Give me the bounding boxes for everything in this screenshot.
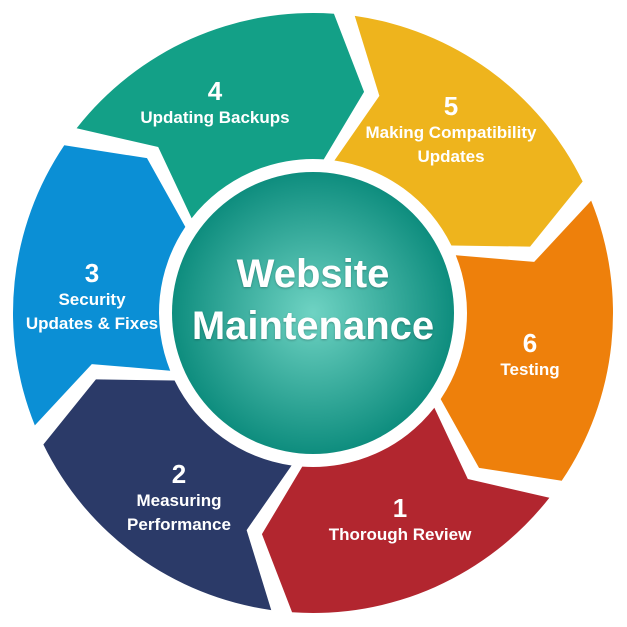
step-text: Testing: [500, 360, 560, 379]
step-6-label: 6 Testing: [500, 328, 559, 382]
step-number: 3: [84, 258, 100, 288]
step-text: Performance: [127, 515, 231, 534]
step-2-label: 2 Measuring Performance: [127, 459, 231, 537]
step-3-segment: [12, 145, 186, 426]
step-3-label: 3 Security Updates & Fixes: [26, 258, 158, 336]
step-4-label: 4 Updating Backups: [140, 76, 289, 130]
step-6-segment: [440, 200, 613, 481]
center-title: Website Maintenance: [192, 248, 434, 352]
step-text: Thorough Review: [328, 525, 472, 544]
step-text: Updates: [417, 147, 485, 166]
step-text: Measuring: [136, 491, 222, 510]
step-4-segment: [76, 13, 365, 219]
step-text: Updating Backups: [140, 108, 290, 127]
step-5-segment: [334, 15, 583, 247]
center-circle: [172, 172, 454, 454]
step-number: 5: [443, 91, 459, 121]
step-number: 4: [207, 76, 223, 106]
step-number: 1: [392, 493, 408, 523]
step-text: Security: [58, 290, 126, 309]
step-text: Updates & Fixes: [25, 314, 159, 333]
step-2-segment: [43, 379, 292, 611]
step-number: 2: [171, 459, 187, 489]
center-title-line1: Website: [236, 252, 390, 296]
step-number: 6: [522, 328, 538, 358]
step-5-label: 5 Making Compatibility Updates: [366, 91, 537, 169]
step-text: Making Compatibility: [365, 123, 537, 142]
step-1-label: 1 Thorough Review: [329, 493, 472, 547]
center-title-line2: Maintenance: [191, 304, 435, 348]
step-1-segment: [261, 407, 550, 613]
